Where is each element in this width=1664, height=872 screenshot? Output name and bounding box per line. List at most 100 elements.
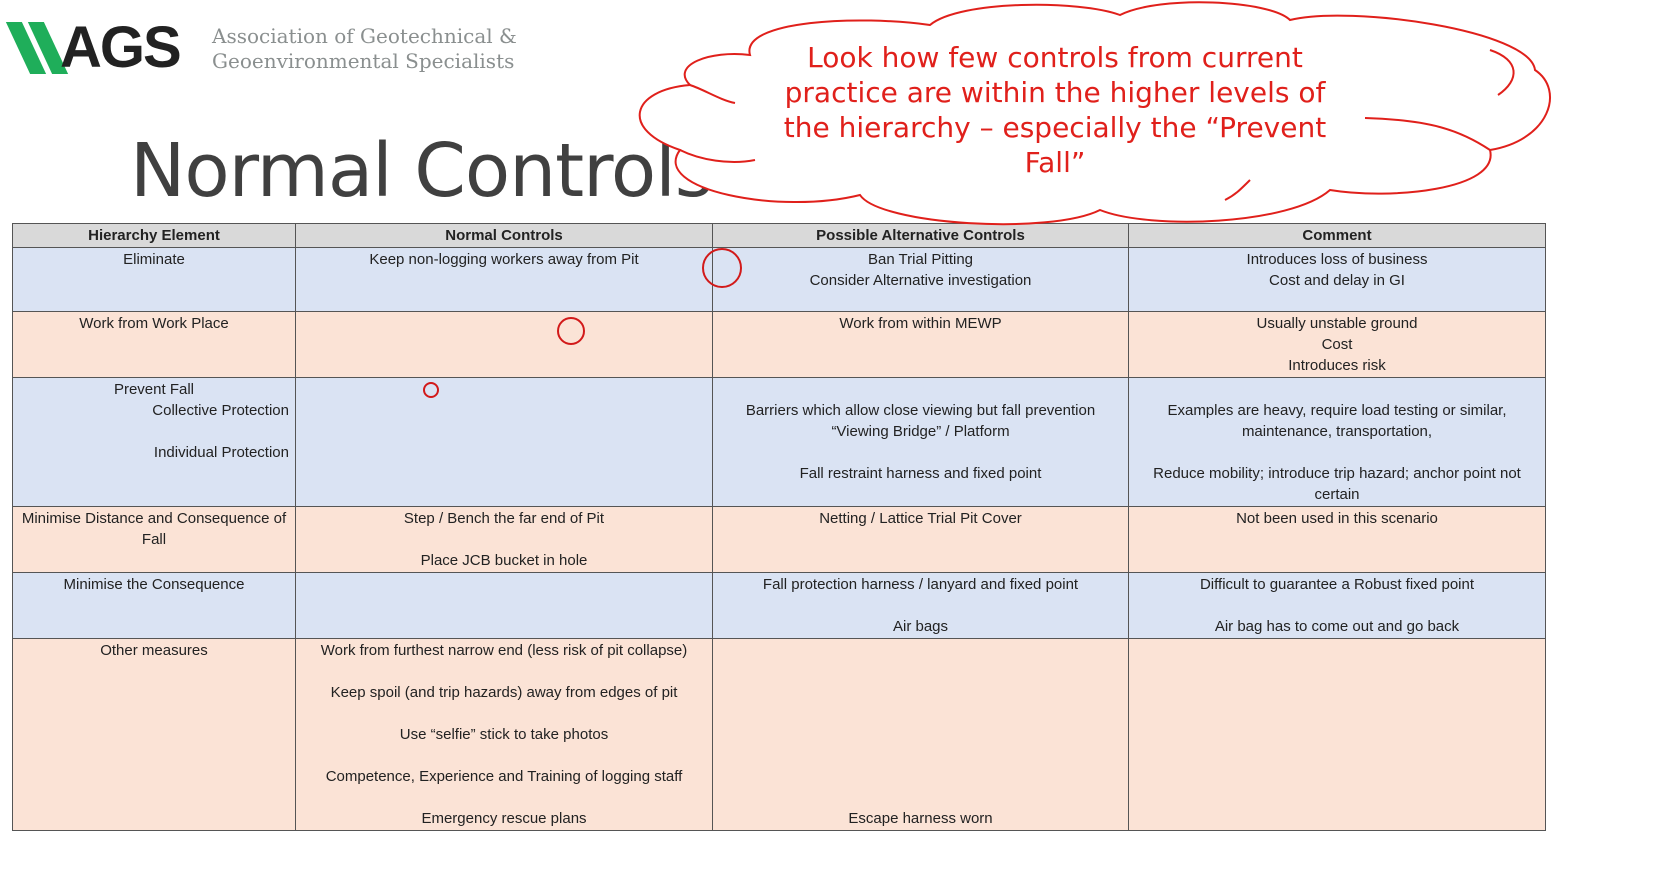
cell-line: Barriers which allow close viewing but f… (745, 402, 1096, 419)
table-cell (295, 311, 713, 378)
cell-line (719, 661, 1122, 682)
table-cell: Work from Work Place (12, 311, 296, 378)
cell-line (302, 787, 706, 808)
cell-line: Air bag has to come out and go back (1214, 618, 1460, 635)
cell-line: Place JCB bucket in hole (420, 552, 588, 569)
table-cell: Netting / Lattice Trial Pit Cover (712, 506, 1129, 573)
table-row: Work from Work Place Work from within MEW… (12, 311, 1546, 378)
table-cell: Other measures (12, 638, 296, 831)
cell-line: Step / Bench the far end of Pit (403, 510, 605, 527)
ags-logo-mark: AGS (5, 15, 188, 80)
table-cell: Not been used in this scenario (1128, 506, 1546, 573)
annotation-circle (702, 248, 742, 288)
cell-line: Cost and delay in GI (1269, 272, 1405, 289)
table-cell: Difficult to guarantee a Robust fixed po… (1128, 572, 1546, 639)
table-cell: Work from furthest narrow end (less risk… (295, 638, 713, 831)
cell-line: Minimise Distance and Consequence of Fal… (21, 510, 287, 548)
org-line-2: Geoenvironmental Specialists (212, 49, 515, 73)
cell-line: Introduces loss of business (1246, 251, 1428, 268)
column-header: Hierarchy Element (12, 223, 296, 248)
cell-line (1135, 595, 1539, 616)
table-row: Minimise the Consequence Fall protection … (12, 572, 1546, 639)
cell-line (302, 661, 706, 682)
table-cell: Eliminate (12, 247, 296, 312)
cell-line (719, 745, 1122, 766)
cell-line: Ban Trial Pitting (867, 251, 974, 268)
cell-line: Eliminate (123, 251, 185, 268)
callout-cloud (638, 1, 1551, 226)
callout-text: Look how few controls from current pract… (783, 41, 1327, 179)
table-cell: Fall protection harness / lanyard and fi… (712, 572, 1129, 639)
cell-line: Individual Protection (153, 444, 289, 461)
cell-line (719, 640, 1122, 661)
cell-line: Usually unstable ground (1256, 315, 1418, 332)
cell-line: Work from furthest narrow end (less risk… (320, 642, 688, 659)
table-cell: Minimise the Consequence (12, 572, 296, 639)
cell-line: Prevent Fall (113, 381, 195, 398)
cell-line (719, 703, 1122, 724)
cell-line (302, 529, 706, 550)
cell-line: Use “selfie” stick to take photos (399, 726, 609, 743)
table-cell: Barriers which allow close viewing but f… (712, 377, 1129, 507)
cell-line: Not been used in this scenario (1236, 510, 1438, 527)
cell-line (719, 682, 1122, 703)
cell-line (302, 703, 706, 724)
table-row: Other measures Work from furthest narrow … (12, 638, 1546, 831)
table-cell: Minimise Distance and Consequence of Fal… (12, 506, 296, 573)
cell-line: Competence, Experience and Training of l… (325, 768, 683, 785)
annotation-circle (557, 317, 585, 345)
table-cell (295, 377, 713, 507)
table-cell: Keep non-logging workers away from Pit (295, 247, 713, 312)
cell-line: Keep non-logging workers away from Pit (369, 251, 639, 268)
table-cell: Escape harness worn (712, 638, 1129, 831)
cell-line: Fall restraint harness and fixed point (799, 465, 1042, 482)
cell-line: Keep spoil (and trip hazards) away from … (330, 684, 678, 701)
ags-logo: AGS Association of Geotechnical & Geoenv… (5, 15, 517, 80)
cell-line (1135, 379, 1539, 400)
cell-line: Other measures (100, 642, 208, 659)
cell-line: Introduces risk (1288, 357, 1386, 374)
cell-line: Examples are heavy, require load testing… (1167, 402, 1507, 419)
cell-line: Cost (1321, 336, 1353, 353)
logo-text: AGS (60, 15, 182, 80)
cell-line: Consider Alternative investigation (809, 272, 1032, 289)
table-row: Eliminate Keep non-logging workers away f… (12, 247, 1546, 312)
org-line-1: Association of Geotechnical & (212, 24, 517, 48)
cell-line (719, 595, 1122, 616)
cell-line: Netting / Lattice Trial Pit Cover (819, 510, 1022, 527)
cell-line: Air bags (892, 618, 949, 635)
cell-line: Escape harness worn (848, 810, 993, 827)
organization-name: Association of Geotechnical & Geoenviron… (212, 24, 517, 74)
cell-line: Work from Work Place (79, 315, 229, 332)
page-title: Normal Controls (130, 128, 713, 214)
table-cell (1128, 638, 1546, 831)
cell-line (302, 745, 706, 766)
cell-line (19, 421, 289, 442)
cell-line: Minimise the Consequence (63, 576, 245, 593)
cell-line: Collective Protection (152, 402, 289, 419)
cell-line: Reduce mobility; introduce trip hazard; … (1153, 465, 1521, 503)
cell-line: Work from within MEWP (839, 315, 1002, 332)
cell-line (1135, 442, 1539, 463)
cell-line: Fall protection harness / lanyard and fi… (762, 576, 1079, 593)
cell-line (719, 442, 1122, 463)
cell-line (719, 724, 1122, 745)
cell-line: Difficult to guarantee a Robust fixed po… (1199, 576, 1475, 593)
cell-line: maintenance, transportation, (1241, 423, 1433, 440)
cell-line: Emergency rescue plans (421, 810, 587, 827)
column-header: Comment (1128, 223, 1546, 248)
cell-line (719, 787, 1122, 808)
table-row: Minimise Distance and Consequence of Fal… (12, 506, 1546, 573)
cell-line (719, 379, 1122, 400)
table-cell: Examples are heavy, require load testing… (1128, 377, 1546, 507)
cell-line: “Viewing Bridge” / Platform (831, 423, 1010, 440)
annotation-circle (423, 382, 439, 398)
